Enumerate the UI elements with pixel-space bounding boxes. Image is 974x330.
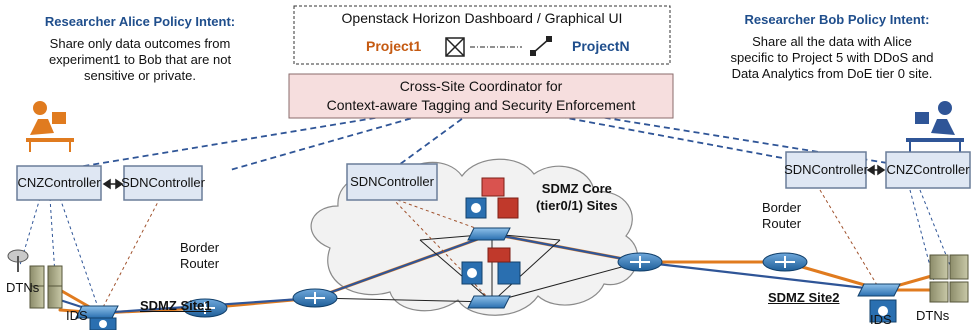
controller-label: SDN <box>784 162 812 177</box>
control-links <box>59 112 901 171</box>
controller-label: SDN <box>350 174 378 189</box>
bob-researcher-icon <box>906 101 964 152</box>
core-switch-bottom <box>467 295 511 309</box>
bob-intent-line: Data Analytics from DoE tier 0 site. <box>731 66 933 81</box>
core-security-icons-top <box>465 177 519 219</box>
dtns-label-site2: DTNs <box>916 308 950 323</box>
site2-ids-icon <box>869 299 897 323</box>
alice-researcher-icon <box>26 101 74 152</box>
controller-label: Controller <box>811 162 868 177</box>
dtns-label-site1: DTNs <box>6 280 40 295</box>
coordinator-line1: Cross-Site Coordinator for <box>399 78 563 94</box>
core-router-left <box>292 288 338 308</box>
ids-label-site2: IDS <box>870 312 892 327</box>
sdn-controller-site1[interactable]: SDNController <box>121 166 205 200</box>
alice-intent-line: sensitive or private. <box>84 68 196 83</box>
projectn-icon <box>530 36 552 56</box>
border-router-site1 <box>182 298 228 318</box>
site1-label: SDMZ Site1 <box>140 298 212 313</box>
bob-intent-line: specific to Project 5 with DDoS and <box>730 50 934 65</box>
dashboard-box <box>293 5 671 65</box>
projectn-label[interactable]: ProjectN <box>572 38 630 54</box>
site1-ids-icon <box>89 317 117 330</box>
site2-switch <box>857 283 901 297</box>
site1-dtn-servers <box>29 265 63 309</box>
bob-intent-line: Share all the data with Alice <box>752 34 912 49</box>
controller-label: Controller <box>377 174 434 189</box>
controller-label: Controller <box>913 162 970 177</box>
satellite-dish-icon <box>7 249 29 272</box>
controller-label: SDN <box>121 175 149 190</box>
coordinator-line2: Context-aware Tagging and Security Enfor… <box>326 97 636 113</box>
sdmz-core-label: SDMZ Core(tier0/1) Sites <box>536 181 618 213</box>
coordinator-box <box>288 73 674 119</box>
project1-icon <box>445 37 465 57</box>
dashboard-title: Openstack Horizon Dashboard / Graphical … <box>341 10 623 26</box>
cnz-controller-site2[interactable]: CNZController <box>886 152 970 188</box>
bob-intent-title: Researcher Bob Policy Intent: <box>744 12 930 27</box>
sdn-controller-site2[interactable]: SDNController <box>784 152 868 188</box>
core-mesh <box>314 233 641 303</box>
project1-label[interactable]: Project1 <box>366 38 422 54</box>
core-switch-top <box>467 227 511 241</box>
controller-label: Controller <box>148 175 205 190</box>
ids-label-site1: IDS <box>66 308 88 323</box>
core-router-right <box>617 252 663 272</box>
cnz-controller-site1[interactable]: CNZController <box>17 166 101 200</box>
alice-intent-line: Share only data outcomes from <box>49 36 231 51</box>
device-control-links <box>99 189 881 314</box>
controller-label: CNZ <box>17 175 45 190</box>
cnz-links <box>19 189 951 314</box>
controller-label: CNZ <box>886 162 914 177</box>
alice-intent-line: experiment1 to Bob that are not <box>48 52 232 67</box>
site2-dtn-servers <box>929 254 969 303</box>
core-security-icons-bottom <box>461 247 521 285</box>
site2-label: SDMZ Site2 <box>768 290 840 305</box>
border-router-site2 <box>762 252 808 272</box>
sdn-controller-core[interactable]: SDNController <box>347 164 437 200</box>
controller-link-arrows <box>102 164 886 190</box>
controller-label: Controller <box>44 175 101 190</box>
alice-intent-title: Researcher Alice Policy Intent: <box>44 14 236 29</box>
